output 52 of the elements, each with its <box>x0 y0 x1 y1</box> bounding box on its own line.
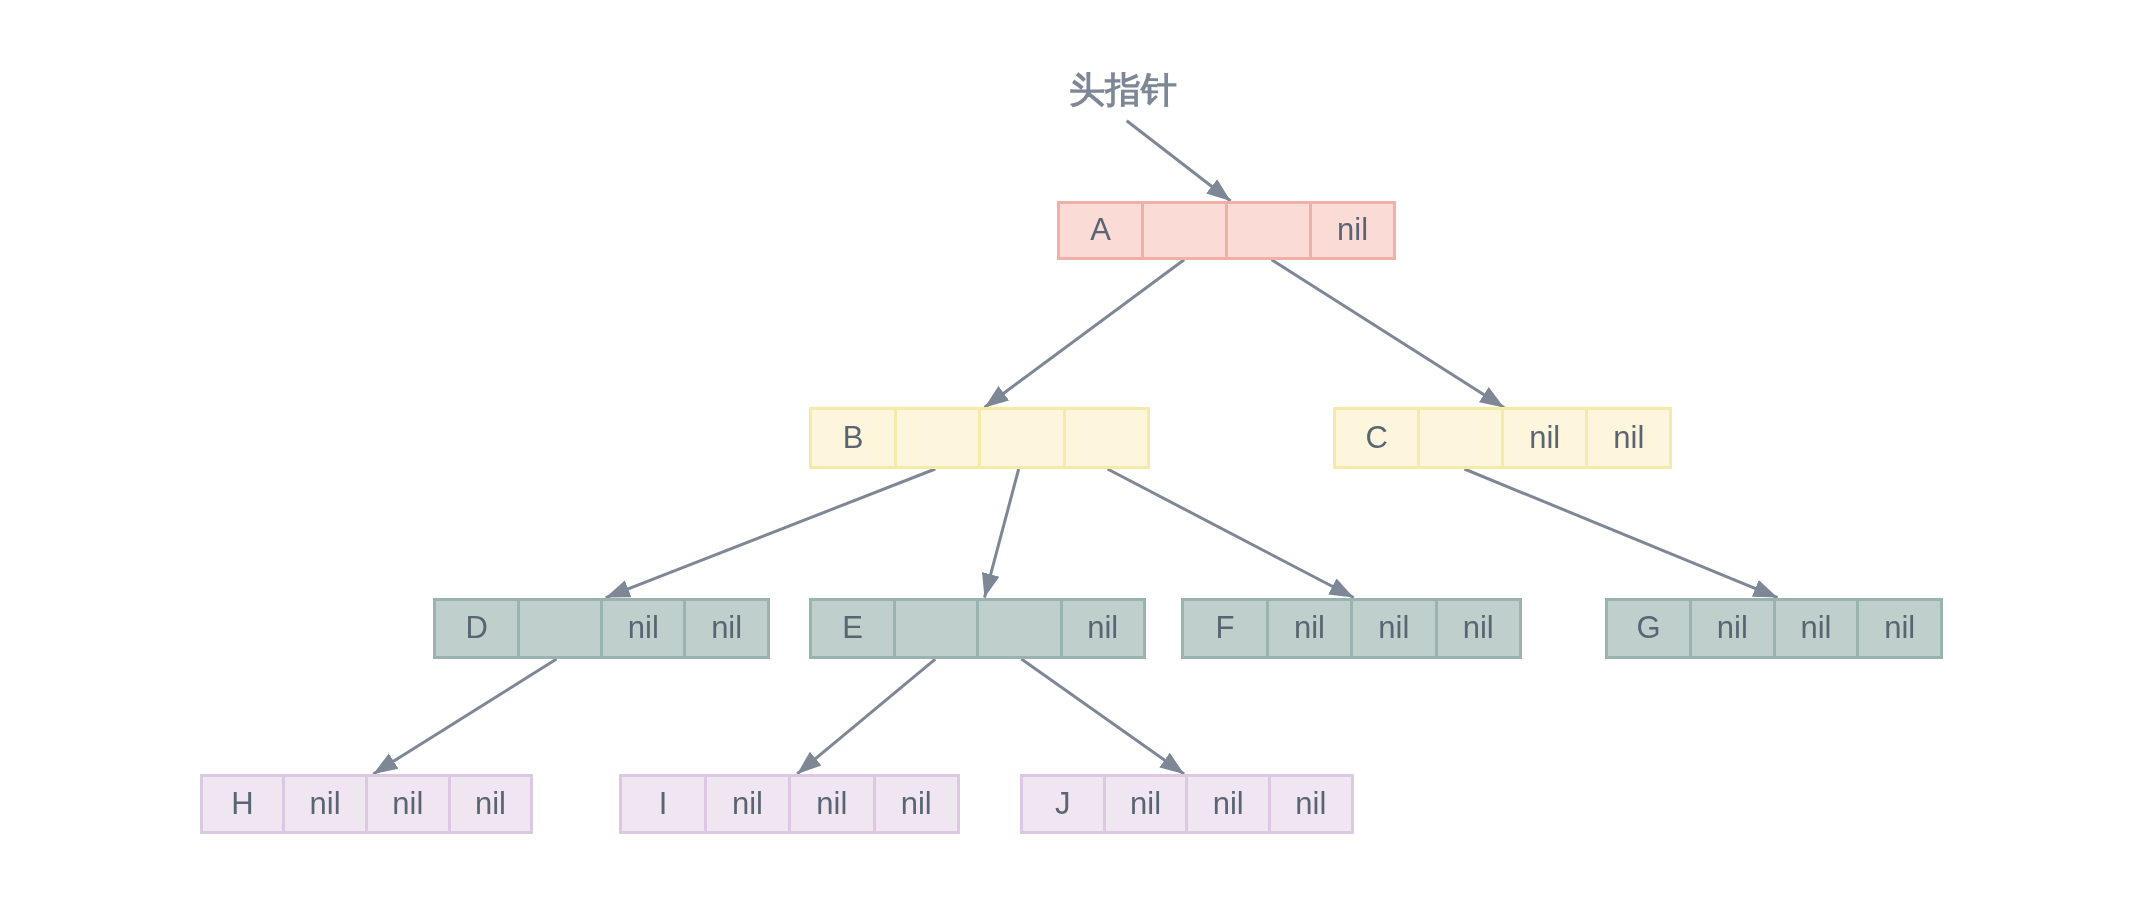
record-field: A <box>1059 204 1141 257</box>
record-field: nil <box>872 776 957 832</box>
arrow <box>372 657 558 776</box>
arrow <box>1125 119 1232 203</box>
record-box <box>1181 597 1522 660</box>
record-field: D <box>436 600 517 657</box>
record-field: nil <box>1309 204 1394 257</box>
arrow <box>605 467 936 599</box>
record-field: nil <box>683 600 767 657</box>
record-field: nil <box>364 776 448 832</box>
record-field: J <box>1023 776 1103 832</box>
record-field: nil <box>1688 600 1773 657</box>
record-box <box>619 773 960 835</box>
record-box <box>433 597 770 660</box>
arrow <box>1270 258 1505 409</box>
record-field: nil <box>1501 410 1586 466</box>
record-field: nil <box>447 776 531 832</box>
record-field: nil <box>1434 600 1519 657</box>
record-field: nil <box>1585 410 1670 466</box>
record-box <box>809 407 1150 469</box>
record-box <box>199 773 534 835</box>
record-field: C <box>1336 410 1418 466</box>
record-field: nil <box>1856 600 1940 657</box>
arrow <box>983 258 1185 409</box>
record-field: E <box>812 600 893 657</box>
record-box <box>1333 407 1673 469</box>
record-field: G <box>1608 600 1689 657</box>
arrow <box>1020 657 1185 776</box>
arrow <box>1463 467 1779 599</box>
record-field: nil <box>1265 600 1351 657</box>
record-field: nil <box>1268 776 1351 832</box>
record-field: nil <box>1102 776 1186 832</box>
record-field: nil <box>788 776 873 832</box>
record-box <box>1605 597 1943 660</box>
record-field: H <box>202 776 283 832</box>
record-box <box>809 597 1146 660</box>
record-field: nil <box>703 776 789 832</box>
arrow <box>981 468 1021 598</box>
arrow <box>1106 467 1355 599</box>
arrow <box>796 657 937 776</box>
record-field: nil <box>600 600 684 657</box>
record-box <box>1020 773 1354 835</box>
record-field: nil <box>282 776 365 832</box>
record-field: nil <box>1772 600 1857 657</box>
record-field: nil <box>1350 600 1435 657</box>
record-box <box>1056 201 1397 260</box>
record-field: I <box>622 776 704 832</box>
record-field: nil <box>1185 776 1268 832</box>
pointer-label: 头指针 <box>1068 65 1177 115</box>
record-field: nil <box>1059 600 1143 657</box>
record-field: B <box>812 410 894 466</box>
record-field: F <box>1184 600 1266 657</box>
